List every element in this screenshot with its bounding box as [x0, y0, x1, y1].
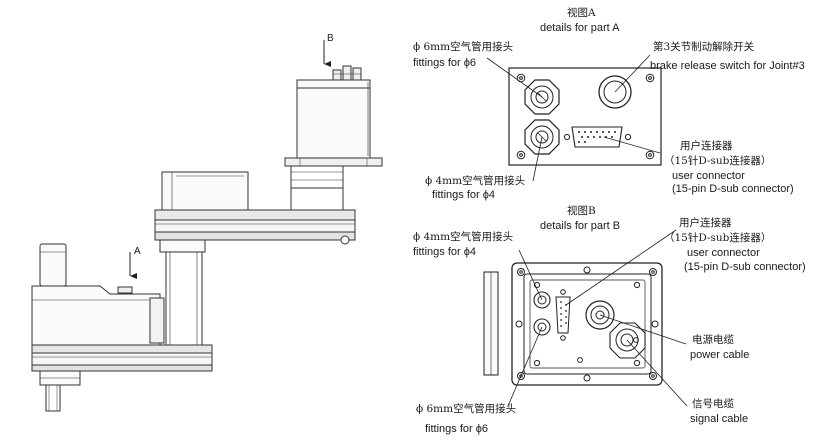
view-b-arrow-label: B: [327, 33, 334, 44]
view-a-fitting6-label-zh: ϕ 6mm空气管用接头: [413, 41, 514, 53]
view-a-panel: [508, 67, 662, 166]
dsub-connector-icon: [555, 289, 571, 341]
view-a-fitting6-label-en: fittings for ϕ6: [413, 57, 477, 69]
view-b-user-connector-label-zh: 用户连接器: [679, 217, 732, 229]
view-a-leaders: [486, 54, 661, 182]
fitting-6mm-icon: [533, 318, 551, 336]
view-b-leaders: [507, 229, 688, 407]
view-b-fitting4-label-zh: ϕ 4mm空气管用接头: [413, 231, 514, 243]
screw-icon: [516, 73, 655, 160]
view-a-user-connector-label-zh: 用户连接器: [680, 140, 733, 152]
view-b-panel: [483, 262, 663, 386]
view-a-user-connector-label-en: user connector: [672, 170, 745, 182]
view-a-brake-label-zh: 第3关节制动解除开关: [653, 41, 755, 53]
fitting-6mm-icon: [524, 79, 560, 115]
view-b-signal-cable-label-zh: 信号电缆: [692, 398, 734, 410]
view-a-fitting4-label-en: fittings for ϕ4: [432, 189, 496, 201]
view-b-fitting4-label-en: fittings for ϕ4: [413, 246, 477, 258]
view-a-title-zh: 视图A: [567, 7, 596, 19]
view-a-brake-label-en: brake release switch for Joint#3: [650, 60, 805, 72]
view-a-user-connector-sub-zh: （15针D-sub连接器）: [664, 155, 772, 167]
view-b-title-en: details for part B: [540, 220, 621, 232]
view-a-arrow-label: A: [134, 246, 141, 257]
scara-robot-drawing: [31, 65, 383, 412]
fitting-4mm-icon: [533, 291, 551, 309]
screw-icon: [515, 266, 659, 382]
view-b-user-connector-sub-zh: （15针D-sub连接器）: [664, 232, 772, 244]
view-a-fitting4-label-zh: ϕ 4mm空气管用接头: [425, 175, 526, 187]
power-cable-gland-icon: [585, 300, 615, 330]
view-b-power-cable-label-zh: 电源电缆: [692, 334, 734, 346]
dsub-connector-icon: [563, 126, 632, 148]
signal-cable-gland-icon: [609, 322, 646, 359]
view-b-fitting6-label-zh: ϕ 6mm空气管用接头: [416, 403, 517, 415]
view-a-user-connector-sub-en: (15-pin D-sub connector): [672, 183, 794, 195]
fitting-4mm-icon: [524, 119, 560, 155]
view-b-fitting6-label-en: fittings for ϕ6: [425, 423, 489, 435]
view-b-user-connector-sub-en: (15-pin D-sub connector): [684, 261, 806, 273]
view-b-signal-cable-label-en: signal cable: [690, 413, 749, 425]
view-b-power-cable-label-en: power cable: [690, 349, 750, 361]
view-a-title-en: details for part A: [540, 22, 620, 34]
brake-switch-icon: [598, 75, 632, 109]
view-b-title-zh: 视图B: [567, 205, 596, 217]
view-b-user-connector-label-en: user connector: [687, 247, 760, 259]
